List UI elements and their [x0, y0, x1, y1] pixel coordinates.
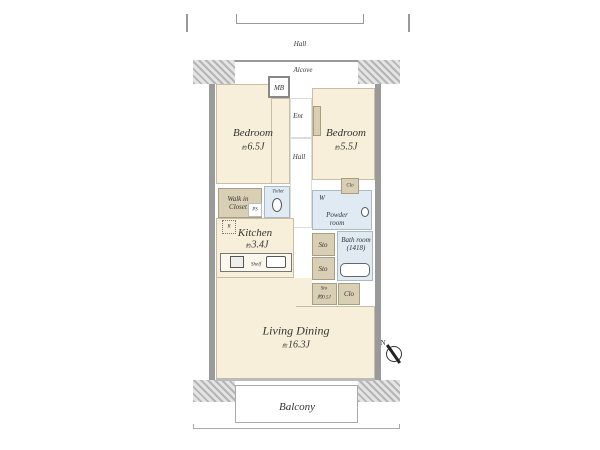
bedroom-1 — [216, 84, 272, 184]
bedroom-1-ext — [272, 98, 290, 184]
living-dining-label: Living Dining — [262, 323, 330, 338]
kitchen-label: Kitchen — [237, 227, 273, 239]
living-dining-ext — [296, 306, 375, 380]
wall — [375, 84, 381, 384]
pipe-space — [248, 203, 262, 217]
closet-top — [341, 178, 359, 194]
toilet-bowl-icon — [272, 198, 282, 212]
north-compass-icon — [386, 346, 402, 362]
north-label: N — [380, 339, 386, 347]
window-sash — [216, 378, 375, 381]
toilet-label: Toilet — [272, 189, 284, 195]
shelf-label: Shelf — [251, 262, 261, 268]
wall-column — [358, 380, 400, 402]
sto-1-label: Sto — [318, 241, 328, 249]
kitchen-size: 約3.4J — [245, 239, 269, 251]
balcony-rail — [193, 424, 400, 429]
wall — [235, 60, 358, 62]
wall-column — [358, 60, 400, 84]
storage-3 — [312, 283, 337, 305]
outer-hall-label: Hall — [293, 40, 307, 48]
closet-bottom — [338, 283, 360, 305]
balcony — [235, 385, 358, 423]
sto-2-label: Sto — [318, 265, 328, 273]
inner-hall — [290, 138, 312, 228]
outer-wall-mark — [236, 14, 364, 24]
stove-icon — [230, 256, 244, 268]
clo-top-label: Clo — [346, 183, 354, 189]
mb-label: MB — [273, 84, 285, 92]
bath-room-label: Bath room (1418) — [341, 236, 371, 252]
washer-label: W — [319, 194, 325, 202]
wall — [209, 84, 215, 384]
bathtub-icon — [340, 263, 370, 277]
walk-in-closet-label: Walk in Closet — [227, 195, 249, 211]
refrigerator-space — [222, 220, 236, 234]
alcove-label: Alcove — [293, 66, 313, 74]
wall-column — [193, 380, 235, 402]
meter-box — [268, 76, 290, 98]
bedroom-2-size: 約5.5J — [334, 141, 358, 153]
powder-room-label: Powder room — [326, 211, 348, 227]
storage-2 — [312, 257, 335, 280]
sto-3-label: Sto — [320, 286, 328, 292]
entrance[interactable] — [290, 98, 312, 138]
bedroom-2 — [312, 88, 375, 180]
ps-label: PS — [252, 207, 258, 213]
bedroom-1-label: Bedroom — [233, 127, 273, 139]
clo-bottom-label: Clo — [343, 290, 355, 298]
outer-wall-mark — [408, 14, 410, 32]
refrigerator-label: R — [227, 224, 231, 230]
outer-wall-mark — [186, 14, 188, 32]
bedroom-1-size: 約6.5J — [241, 141, 265, 153]
sto-3-size: 約0.5J — [317, 295, 331, 301]
inner-hall-label: Hall — [292, 153, 306, 161]
sink-icon — [266, 256, 286, 268]
shoe-closet — [313, 106, 321, 136]
wall-column — [193, 60, 235, 84]
living-dining-size: 約16.3J — [282, 339, 310, 351]
storage-1 — [312, 233, 335, 256]
entrance-label: Ent — [293, 112, 303, 120]
bedroom-2-label: Bedroom — [326, 127, 366, 139]
balcony-label: Balcony — [278, 401, 316, 413]
basin-icon — [361, 207, 369, 217]
